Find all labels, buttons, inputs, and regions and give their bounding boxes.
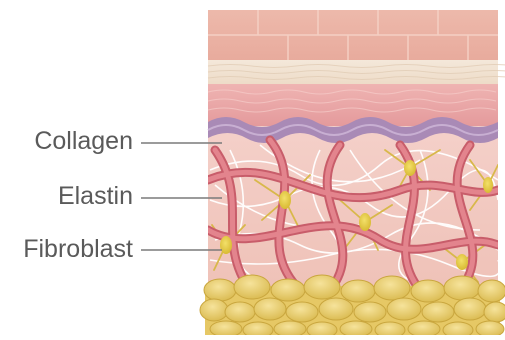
collagen-label: Collagen (0, 126, 133, 156)
epidermis-surface (208, 10, 498, 60)
fibroblast-cell (404, 160, 416, 176)
fibroblast-cell (456, 254, 468, 270)
stratum-layer (208, 60, 505, 84)
elastin-label: Elastin (0, 181, 133, 211)
fibroblast-cell (279, 191, 291, 209)
fibroblast-cell (483, 177, 493, 193)
fat-layer (200, 275, 505, 335)
fibroblast-cell (359, 213, 371, 231)
fibroblast-label: Fibroblast (0, 234, 133, 264)
fibroblast-cell (220, 236, 232, 254)
